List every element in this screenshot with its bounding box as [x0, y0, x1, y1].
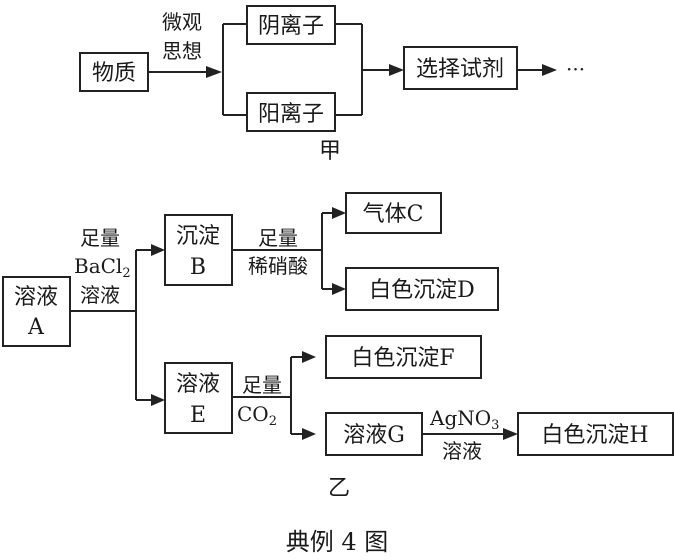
node-white-precipitate-d-label: 白色沉淀D: [369, 278, 475, 303]
diagram-a-label: 甲: [319, 139, 341, 164]
edge-b-label-line2: 稀硝酸: [248, 254, 308, 278]
diagram-b: 溶液 A 足量 BaCl2 溶液 沉淀 B 足量 稀硝酸 气体C 白色沉淀D: [2, 192, 674, 501]
node-solution-e-line1: 溶液: [176, 372, 220, 397]
figure-caption: 典例 4 图: [286, 528, 389, 556]
node-precipitate-b-line1: 沉淀: [176, 224, 220, 249]
edge-label-micro-line1: 微观: [162, 10, 202, 34]
node-white-precipitate-h-label: 白色沉淀H: [541, 423, 648, 448]
edge-a-label-line2: BaCl2: [74, 254, 131, 281]
node-substance: [79, 52, 149, 92]
arrowhead-icon: [332, 207, 346, 219]
node-anion: [246, 5, 336, 45]
arrowhead-icon: [503, 428, 518, 440]
node-solution-g-label: 溶液G: [343, 423, 405, 448]
node-solution-a-line2: A: [27, 315, 45, 340]
node-choose-reagent: [403, 46, 518, 90]
node-precipitate-b-line2: B: [190, 255, 206, 280]
node-white-precipitate-h: [517, 412, 674, 456]
edge-e-label-line2: CO2: [237, 402, 277, 429]
node-solution-e: [164, 362, 233, 434]
node-white-precipitate-d: [345, 267, 499, 311]
node-white-precipitate-f-label: 白色沉淀F: [351, 346, 454, 371]
arrowhead-icon: [151, 394, 165, 406]
node-choose-reagent-label: 选择试剂: [416, 57, 504, 82]
node-gas-c-label: 气体C: [363, 202, 424, 227]
arrowhead-icon: [332, 283, 346, 295]
node-cation: [246, 92, 336, 132]
arrowhead-icon: [206, 66, 222, 78]
diagram-b-label: 乙: [328, 476, 350, 501]
node-substance-label: 物质: [92, 61, 136, 86]
node-solution-e-line2: E: [190, 403, 206, 428]
edge-e-label-sub: 2: [269, 414, 277, 429]
edge-g-label-line2: 溶液: [442, 439, 482, 463]
diagram-a: 物质 微观 思想 阴离子 阳离子 选择试剂 ··· 甲: [79, 5, 585, 164]
arrowhead-icon: [151, 244, 165, 256]
node-solution-g: [325, 412, 423, 456]
edge-a-label-line3: 溶液: [80, 283, 120, 307]
edge-a-label-line1: 足量: [80, 226, 120, 250]
edge-g-label-line1: AgNO3: [429, 406, 499, 433]
node-anion-label: 阴离子: [258, 14, 324, 39]
node-precipitate-b: [164, 214, 233, 286]
arrowhead-icon: [542, 64, 557, 76]
edge-e-label-co: CO: [237, 402, 269, 426]
edge-a-label-bacl: BaCl: [74, 254, 122, 278]
edge-g-label-agno: AgNO: [429, 406, 491, 430]
node-solution-a: [2, 276, 71, 347]
node-cation-label: 阳离子: [258, 102, 324, 127]
node-white-precipitate-f: [325, 335, 482, 379]
node-gas-c: [345, 192, 442, 234]
ellipsis: ···: [566, 57, 585, 81]
edge-label-micro-line2: 思想: [162, 39, 202, 63]
arrowhead-icon: [302, 351, 316, 363]
edge-b-label-line1: 足量: [258, 226, 298, 250]
edge-g-label-sub: 3: [491, 418, 499, 433]
node-solution-a-line1: 溶液: [14, 285, 58, 310]
edge-a-label-sub: 2: [122, 266, 130, 281]
arrowhead-icon: [389, 64, 404, 76]
arrowhead-icon: [302, 428, 316, 440]
edge-e-label-line1: 足量: [242, 373, 282, 397]
